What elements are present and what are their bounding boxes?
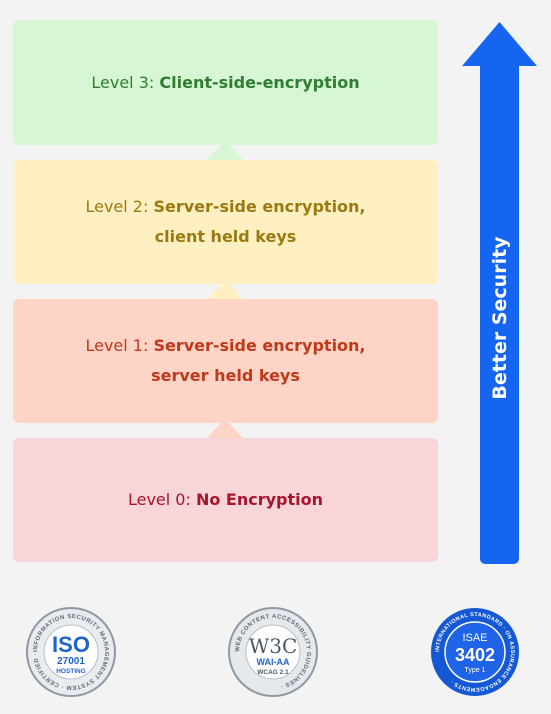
level-2-connector [207,141,243,160]
level-0-box: Level 0: No Encryption [13,438,438,562]
level-1-box: Level 1: Server-side encryption, server … [13,299,438,423]
iso-sub-text: HOSTING [56,668,86,675]
w3c-main-text: W3C [249,634,298,658]
level-3-title: Client-side-encryption [159,72,360,92]
level-2-title-line1: Server-side encryption, [153,197,366,216]
arrow-up-icon [462,22,537,564]
isae-3402-badge: INTERNATIONAL STANDARD · ON ASSURANCE EN… [431,608,519,696]
w3c-sub-text: WAI-AA [257,657,290,667]
better-security-arrow [462,22,537,564]
w3c-wcag-badge: WEB CONTENT ACCESSIBILITY GUIDELINES · W… [228,607,318,697]
isae-number-text: 3402 [455,645,495,665]
iso-27001-badge: INFORMATION SECURITY MANAGEMENT SYSTEM ·… [26,607,116,697]
level-0-prefix: Level 0: [127,490,196,509]
level-2-title-line2: client held keys [154,227,297,246]
level-0-title: No Encryption [195,490,324,509]
isae-main-text: ISAE [462,632,487,644]
level-2-prefix: Level 2: [85,197,154,216]
level-1-title-line1: Server-side encryption, [153,336,366,355]
level-3-prefix: Level 3: [91,72,160,92]
level-0-connector [207,419,243,438]
level-1-title-line2: server held keys [151,366,300,385]
w3c-sub2-text: WCAG 2.1 [257,669,289,676]
level-2-box: Level 2: Server-side encryption, client … [13,160,438,284]
level-1-connector [207,280,243,299]
level-1-prefix: Level 1: [85,336,154,355]
iso-number-text: 27001 [57,656,85,667]
level-3-box: Level 3: Client-side-encryption [13,20,438,145]
arrow-label: Better Security [489,236,511,400]
iso-main-text: ISO [52,632,90,657]
isae-sub-text: Type 1 [464,667,485,674]
